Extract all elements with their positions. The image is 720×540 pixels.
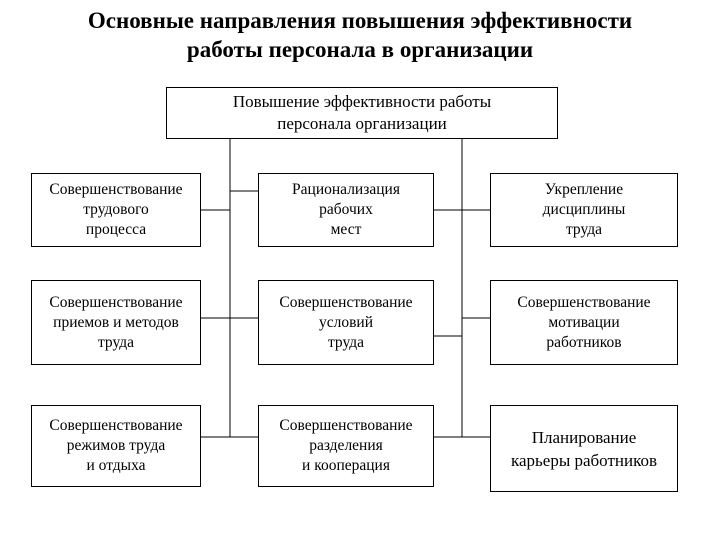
box-left-2: Совершенствование приемов и методов труд… — [31, 280, 201, 365]
box-text: работников — [546, 333, 622, 351]
box-text: и отдыха — [86, 457, 146, 474]
box-left-3: Совершенствование режимов труда и отдыха — [31, 405, 201, 487]
root-line-1: Повышение эффективности работы — [232, 92, 492, 111]
box-text: труда — [327, 333, 365, 351]
box-text: труда — [97, 333, 135, 351]
box-text: дисциплины — [542, 201, 626, 218]
box-text: разделения — [309, 437, 383, 454]
box-right-1: Укрепление дисциплины труда — [490, 173, 678, 247]
box-text: условий — [318, 313, 374, 331]
box-text: режимов труда — [66, 437, 166, 454]
box-text: Планирование — [531, 427, 637, 447]
box-text: мотивации — [548, 313, 620, 331]
box-right-2: Совершенствование мотивации работников — [490, 280, 678, 365]
box-text: Совершенствование — [49, 293, 183, 311]
box-middle-3: Совершенствование разделения и коопераци… — [258, 405, 434, 487]
box-left-1: Совершенствование трудового процесса — [31, 173, 201, 247]
box-text: Совершенствование — [279, 293, 413, 311]
root-box: Повышение эффективности работы персонала… — [166, 87, 558, 139]
title-line-1: Основные направления повышения эффективн… — [87, 8, 633, 33]
box-text: Совершенствование — [279, 417, 413, 434]
box-text: Рационализация — [292, 181, 400, 198]
root-line-2: персонала организации — [277, 114, 447, 133]
box-text: приемов и методов — [53, 313, 179, 331]
box-text: рабочих — [319, 201, 373, 218]
box-middle-1: Рационализация рабочих мест — [258, 173, 434, 247]
box-text: и кооперация — [302, 457, 390, 474]
box-text: карьеры работников — [510, 450, 658, 470]
box-text: процесса — [85, 221, 147, 238]
box-middle-2: Совершенствование условий труда — [258, 280, 434, 365]
box-text: мест — [330, 221, 362, 238]
diagram-title: Основные направления повышения эффективн… — [0, 6, 720, 64]
box-text: Укрепление — [544, 181, 624, 198]
box-text: Совершенствование — [49, 417, 183, 434]
box-text: Совершенствование — [517, 293, 651, 311]
title-line-2: работы персонала в организации — [186, 37, 534, 62]
box-text: труда — [565, 221, 603, 238]
box-text: Совершенствование — [49, 181, 183, 198]
box-right-3: Планирование карьеры работников — [490, 405, 678, 492]
box-text: трудового — [83, 201, 149, 218]
